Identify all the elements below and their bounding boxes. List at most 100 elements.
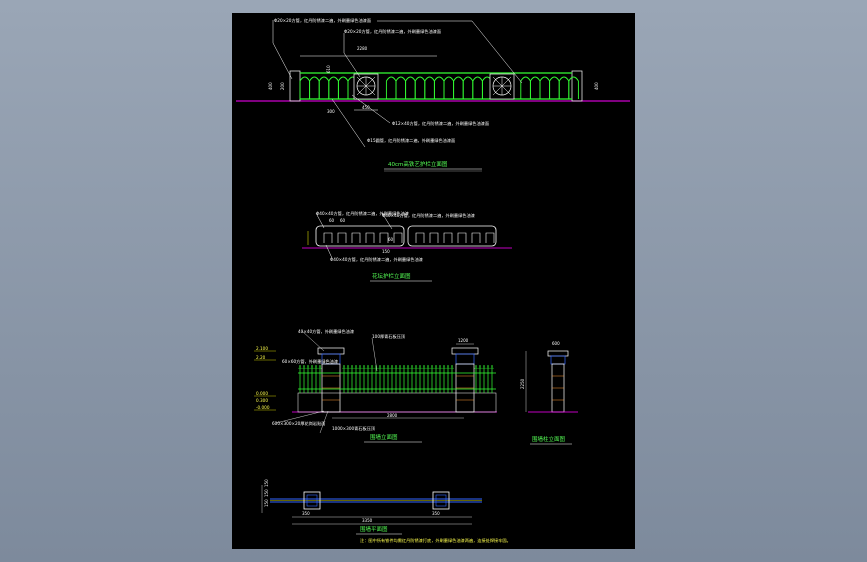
arch-bar: [453, 76, 464, 99]
picket-tip: [450, 364, 454, 370]
picket-tip: [418, 364, 422, 370]
pillar-dim-600: 600: [552, 341, 560, 346]
railing-elevation-40cm: 2280 610 400 200 400 450 300 Φ20×20方管，红丹…: [236, 17, 630, 172]
picket-tip: [402, 364, 406, 370]
plan-pillar-left: [303, 491, 321, 510]
wall-elevation: 2.100 2.20 0.000 0.300 -0.000 1200 2800 …: [254, 328, 497, 443]
picket-tip: [378, 364, 382, 370]
arch-bar: [443, 76, 455, 99]
planter-bar: [485, 232, 495, 243]
plan-dim-150-b: 150: [264, 499, 269, 507]
picket-tip: [382, 364, 386, 370]
title-elevation-3: 围墙立面图: [370, 433, 398, 441]
picket-tip: [430, 364, 434, 370]
picket-tip: [394, 364, 398, 370]
dim-2280: 2280: [357, 46, 368, 51]
dim-400-right: 400: [594, 82, 599, 90]
title-elevation-2: 花坛护栏立面图: [372, 272, 411, 280]
arch-bar: [299, 76, 311, 99]
arch-bar: [539, 76, 551, 99]
wall-base: [297, 392, 497, 413]
plan-pillar-right: [432, 491, 450, 510]
plan-dim-3350: 3350: [362, 518, 373, 523]
medallion-right: [489, 73, 515, 100]
arch-bar: [424, 76, 435, 99]
picket-tip: [358, 364, 362, 370]
picket-tip: [362, 364, 366, 370]
level-2100: 2.100: [256, 346, 268, 351]
picket-tip: [406, 364, 410, 370]
level-0300: 0.300: [256, 398, 268, 403]
note-4: Φ15圆管，红丹防锈漆二遍，外刷墨绿色油漆面: [367, 137, 455, 144]
arch-bar: [395, 76, 407, 99]
planter-bar: [323, 232, 333, 243]
planter-bar: [443, 232, 453, 243]
note-3: Φ12×40方管，红丹防锈漆二遍，外刷墨绿色油漆面: [392, 120, 489, 127]
note-2-2: Φ40×40方管，红丹防锈漆二遍，外刷墨绿色油漆: [382, 212, 475, 219]
picket-tip: [354, 364, 358, 370]
dim-400-left: 400: [268, 82, 273, 90]
dim-2800: 2800: [387, 413, 398, 418]
leader-5: [331, 98, 366, 148]
wall-pillar-left: [317, 347, 345, 413]
cad-drawing: 2280 610 400 200 400 450 300 Φ20×20方管，红丹…: [236, 17, 630, 544]
note-3-4: 600×300×20厚花岗岩贴面: [272, 420, 325, 427]
picket-tip: [474, 364, 478, 370]
planter-bar: [429, 232, 439, 243]
end-post-right: [571, 70, 583, 102]
footer-note: 注：图中所有铁件均需红丹防锈漆打底，外刷墨绿色油漆两遍，连接处焊接牢固。: [360, 537, 511, 544]
planter-bar: [365, 232, 375, 243]
dim-60-a: 60: [329, 218, 335, 223]
picket-tip: [410, 364, 414, 370]
dim-150: 150: [382, 249, 390, 254]
wall-plan: 350 3350 350 150 150 150 围墙平面图 注：图中所有铁件均…: [261, 479, 511, 544]
arch-bar: [433, 76, 445, 99]
pillar-dim-2250: 2250: [520, 378, 525, 389]
picket-tip: [434, 364, 438, 370]
title-elevation-1: 40cm高铁艺护栏立面图: [388, 160, 448, 168]
wall-pillar-right: [451, 347, 479, 413]
picket-tip: [490, 364, 494, 370]
picket-tip: [306, 364, 310, 370]
railing-panel-1: [315, 225, 405, 247]
picket-tip: [298, 364, 302, 370]
arch-bar: [462, 76, 474, 99]
planter-bar: [471, 232, 481, 243]
picket-tip: [446, 364, 450, 370]
pillar-elevation: 600 2250 围墙柱立面图: [520, 341, 578, 445]
picket-tip: [346, 364, 350, 370]
note-3-2: 100厚青石板压顶: [372, 333, 406, 340]
picket-tip: [342, 364, 346, 370]
picket-tip: [486, 364, 490, 370]
plan-dim-150-c: 150: [264, 479, 269, 487]
arch-bar: [318, 76, 330, 99]
planter-bar: [337, 232, 347, 243]
level-neg: -0.000: [256, 405, 270, 410]
picket-tip: [398, 364, 402, 370]
note-3-5: 1000×300青石板压顶: [332, 425, 376, 432]
leader-2: [343, 33, 361, 78]
dim-300: 300: [327, 109, 335, 114]
title-plan: 围墙平面图: [360, 525, 388, 533]
medallion-left: [353, 73, 379, 100]
leader-4: [351, 94, 391, 124]
wall-fence-bars: [298, 364, 494, 393]
level-220: 2.20: [256, 355, 266, 360]
plan-dim-150-a: 150: [264, 489, 269, 497]
picket-tip: [414, 364, 418, 370]
dim-450: 450: [362, 105, 370, 110]
arch-bar: [414, 76, 426, 99]
title-pillar: 围墙柱立面图: [532, 435, 566, 443]
planter-railing-elevation: 60 60 60 150 Φ40×40方管，红丹防锈漆二遍，外刷墨绿色油漆 Φ4…: [302, 210, 512, 282]
planter-bar: [415, 232, 425, 243]
picket-tip: [442, 364, 446, 370]
railing-panel-2: [407, 225, 497, 247]
picket-tip: [370, 364, 374, 370]
picket-tip: [438, 364, 442, 370]
arch-bar: [328, 76, 339, 99]
dim-610: 610: [326, 65, 331, 73]
arch-bar: [405, 76, 416, 99]
picket-tip: [366, 364, 370, 370]
dim-200: 200: [280, 82, 285, 90]
arch-bar: [549, 76, 560, 99]
